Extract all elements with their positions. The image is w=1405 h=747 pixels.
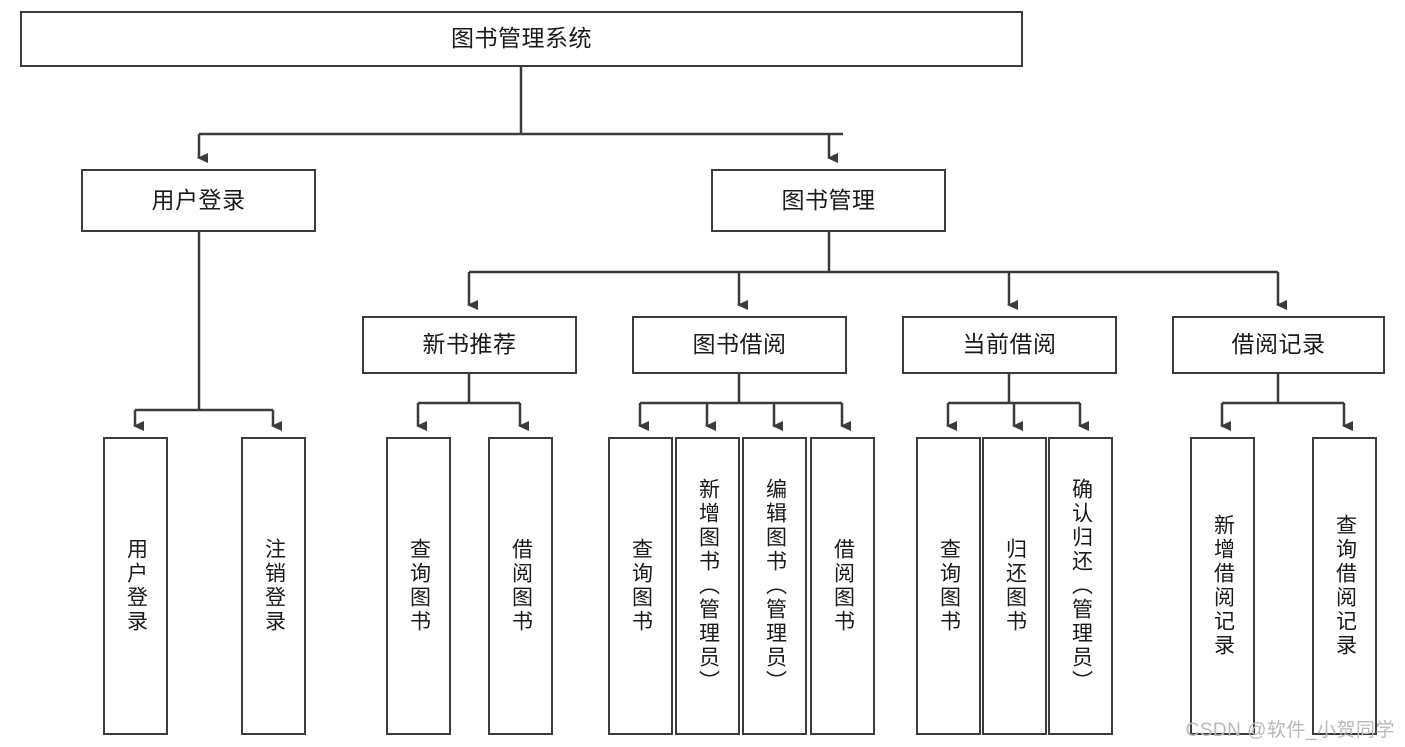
watermark-text: CSDN @软件_小贺同学 [1185,720,1395,741]
leaf-user-login-label: 用户登录 [124,538,148,634]
node-root-label: 图书管理系统 [451,25,592,52]
leaf-borrow-book-2[interactable]: 借阅图书 [810,437,875,735]
leaf-logout[interactable]: 注销登录 [241,437,306,735]
node-current-borrow[interactable]: 当前借阅 [902,316,1117,374]
leaf-add-book-label: 新增图书（管理员） [696,478,720,694]
node-book-manage[interactable]: 图书管理 [711,169,946,232]
leaf-borrow-book-1[interactable]: 借阅图书 [488,437,553,735]
leaf-edit-book[interactable]: 编辑图书（管理员） [742,437,807,735]
node-book-manage-label: 图书管理 [781,186,876,213]
node-book-borrow-label: 图书借阅 [692,331,787,358]
node-book-borrow[interactable]: 图书借阅 [632,316,847,374]
node-root[interactable]: 图书管理系统 [20,11,1023,67]
leaf-query-record-label: 查询借阅记录 [1333,514,1357,658]
node-borrow-record[interactable]: 借阅记录 [1172,316,1385,374]
leaf-query-book-3-label: 查询图书 [937,538,961,634]
leaf-query-record[interactable]: 查询借阅记录 [1312,437,1377,735]
leaf-query-book-3[interactable]: 查询图书 [916,437,981,735]
leaf-query-book-1[interactable]: 查询图书 [386,437,451,735]
node-new-book-rec[interactable]: 新书推荐 [362,316,577,374]
node-user-login-label: 用户登录 [151,186,246,213]
node-new-book-rec-label: 新书推荐 [422,331,517,358]
node-user-login[interactable]: 用户登录 [81,169,316,232]
leaf-query-book-1-label: 查询图书 [407,538,431,634]
leaf-add-record[interactable]: 新增借阅记录 [1190,437,1255,735]
leaf-borrow-book-2-label: 借阅图书 [831,538,855,634]
leaf-confirm-return-label: 确认归还（管理员） [1069,478,1093,694]
leaf-confirm-return[interactable]: 确认归还（管理员） [1048,437,1113,735]
leaf-query-book-2[interactable]: 查询图书 [608,437,673,735]
leaf-logout-label: 注销登录 [262,538,286,634]
leaf-add-book[interactable]: 新增图书（管理员） [675,437,740,735]
leaf-user-login[interactable]: 用户登录 [103,437,168,735]
leaf-return-book-label: 归还图书 [1003,538,1027,634]
leaf-query-book-2-label: 查询图书 [629,538,653,634]
leaf-borrow-book-1-label: 借阅图书 [509,538,533,634]
node-current-borrow-label: 当前借阅 [962,331,1057,358]
leaf-edit-book-label: 编辑图书（管理员） [763,478,787,694]
leaf-add-record-label: 新增借阅记录 [1211,514,1235,658]
node-borrow-record-label: 借阅记录 [1231,331,1326,358]
leaf-return-book[interactable]: 归还图书 [982,437,1047,735]
